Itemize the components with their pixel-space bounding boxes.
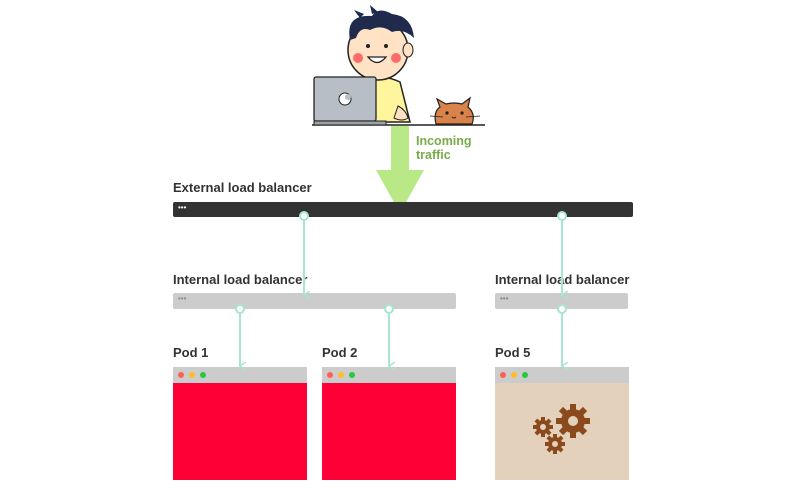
menu-dots-icon: ••• (178, 203, 187, 212)
maximize-dot-icon (349, 372, 355, 378)
connector-node (299, 211, 309, 221)
cat-illustration (429, 96, 481, 125)
connector-node (557, 304, 567, 314)
window-titlebar (322, 367, 456, 383)
maximize-dot-icon (522, 372, 528, 378)
pod-body-running (495, 383, 629, 480)
internal-lb-label-1: Internal load balancer (173, 272, 308, 287)
close-dot-icon (178, 372, 184, 378)
pod-label-5: Pod 5 (495, 345, 531, 360)
connector-node (235, 304, 245, 314)
external-lb-bar: ••• (173, 202, 633, 217)
pod-label-2: Pod 2 (322, 345, 358, 360)
external-lb-label: External load balancer (173, 180, 312, 195)
internal-lb-bar-1: ••• (173, 293, 456, 309)
maximize-dot-icon (200, 372, 206, 378)
pod-window-5 (495, 367, 629, 480)
minimize-dot-icon (338, 372, 344, 378)
connector-node (384, 304, 394, 314)
connector-node (557, 211, 567, 221)
pod-window-1 (173, 367, 307, 480)
pod-body-failed (173, 383, 307, 480)
window-titlebar (495, 367, 629, 383)
window-titlebar (173, 367, 307, 383)
menu-dots-icon: ••• (178, 294, 187, 303)
pod-window-2 (322, 367, 456, 480)
developer-illustration (312, 5, 485, 126)
incoming-traffic-arrow (376, 126, 424, 213)
pod-body-failed (322, 383, 456, 480)
internal-lb-bar-2: ••• (495, 293, 628, 309)
minimize-dot-icon (511, 372, 517, 378)
gears-icon (533, 404, 590, 454)
menu-dots-icon: ••• (500, 294, 509, 303)
close-dot-icon (327, 372, 333, 378)
incoming-traffic-label: Incoming traffic (416, 134, 472, 162)
pod-label-1: Pod 1 (173, 345, 209, 360)
close-dot-icon (500, 372, 506, 378)
minimize-dot-icon (189, 372, 195, 378)
